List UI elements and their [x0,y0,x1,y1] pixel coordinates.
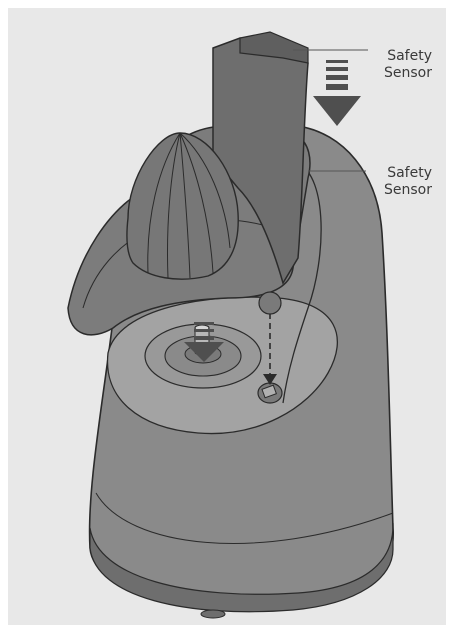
down-arrow-icon [313,60,361,126]
upper-sensor [259,292,281,314]
juicer-illustration [8,8,446,625]
callout-safety-sensor-top: Safety Sensor [384,48,432,82]
callout-line-1: Safety [384,165,432,182]
juicer-foot [201,610,225,618]
callout-line-1: Safety [384,48,432,65]
illustration-frame: Safety Sensor Safety Sensor [8,8,446,625]
callout-line-2: Sensor [384,182,432,199]
callout-safety-sensor-side: Safety Sensor [384,165,432,199]
callout-line-2: Sensor [384,65,432,82]
